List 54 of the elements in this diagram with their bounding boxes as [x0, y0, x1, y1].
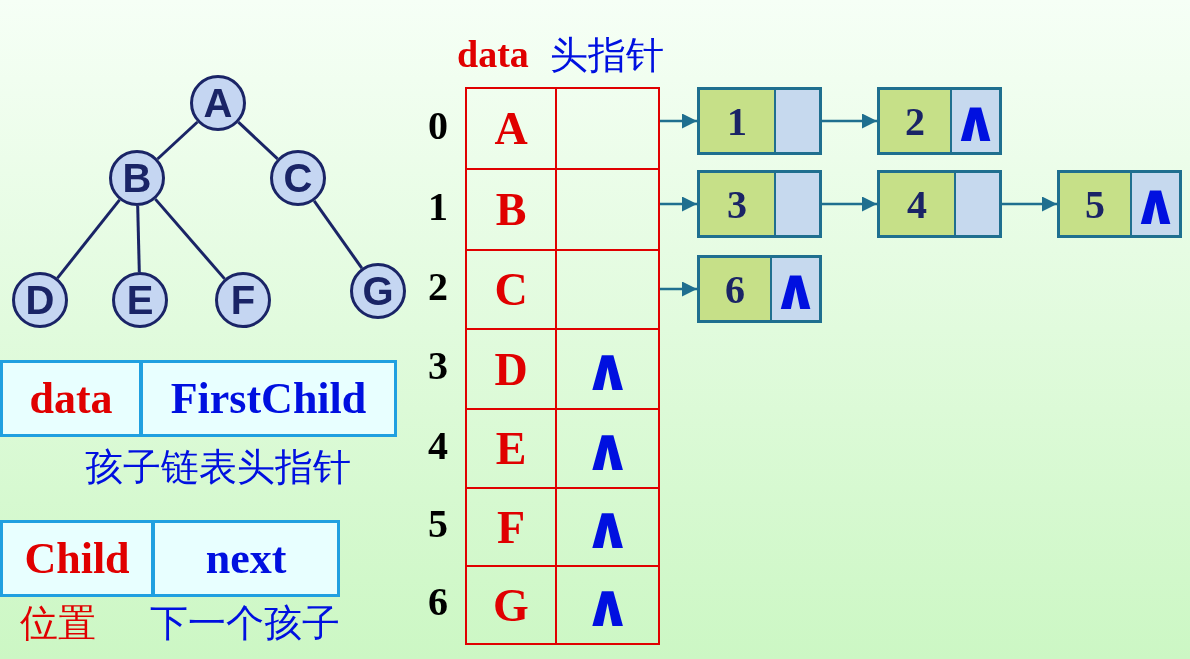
caption-text: 下一个孩子	[150, 600, 340, 647]
null-pointer-cell: ∧	[771, 258, 819, 320]
header-label: data	[457, 32, 529, 76]
field-cell: Child	[0, 520, 154, 597]
tree-node-circle: A	[190, 75, 246, 131]
list-node	[877, 87, 1002, 155]
tree-node-circle: F	[215, 272, 271, 328]
value-cell: 1	[700, 90, 776, 152]
data-cell: G	[465, 565, 557, 645]
field-cell: next	[152, 520, 340, 597]
tree-node-circle: E	[112, 272, 168, 328]
arrow	[822, 113, 877, 129]
row-index: 1	[428, 182, 448, 230]
value-cell: 2	[880, 90, 952, 152]
row-index: 5	[428, 500, 448, 547]
arrow	[659, 281, 697, 297]
list-node	[1057, 170, 1182, 238]
list-node	[697, 170, 822, 238]
list-node	[697, 87, 822, 155]
field-cell: FirstChild	[140, 360, 397, 437]
arrow	[1002, 196, 1057, 212]
arrow	[659, 113, 697, 129]
null-pointer-cell: ∧	[951, 90, 999, 152]
tree-node-circle: B	[109, 150, 165, 206]
value-cell: 6	[700, 258, 772, 320]
tree-node-circle: D	[12, 272, 68, 328]
value-cell: 3	[700, 173, 776, 235]
caption-text: 位置	[20, 600, 96, 647]
row-index: 3	[428, 342, 448, 389]
tree-node-circle: C	[270, 150, 326, 206]
null-pointer-cell: ∧	[555, 565, 660, 645]
tree-node-circle: G	[350, 263, 406, 319]
row-index: 4	[428, 421, 448, 469]
header-label: 头指针	[550, 32, 664, 79]
arrow	[822, 196, 877, 212]
value-cell: 5	[1060, 173, 1132, 235]
row-index: 0	[428, 101, 448, 149]
field-cell: data	[0, 360, 142, 437]
tree-edge	[154, 198, 226, 280]
null-pointer-cell: ∧	[1131, 173, 1179, 235]
tree-edge	[136, 205, 141, 273]
arrow	[659, 196, 697, 212]
data-cell: A	[465, 87, 557, 170]
caption-text: 孩子链表头指针	[85, 444, 351, 491]
list-node	[877, 170, 1002, 238]
row-index: 2	[428, 262, 448, 310]
value-cell: 4	[880, 173, 956, 235]
list-node	[697, 255, 822, 323]
tree-edge	[237, 121, 279, 160]
tree-edge	[56, 199, 121, 279]
tree-edge	[156, 120, 199, 161]
tree-edge	[312, 200, 364, 269]
pointer-cell	[555, 87, 660, 170]
row-index: 6	[428, 578, 448, 625]
